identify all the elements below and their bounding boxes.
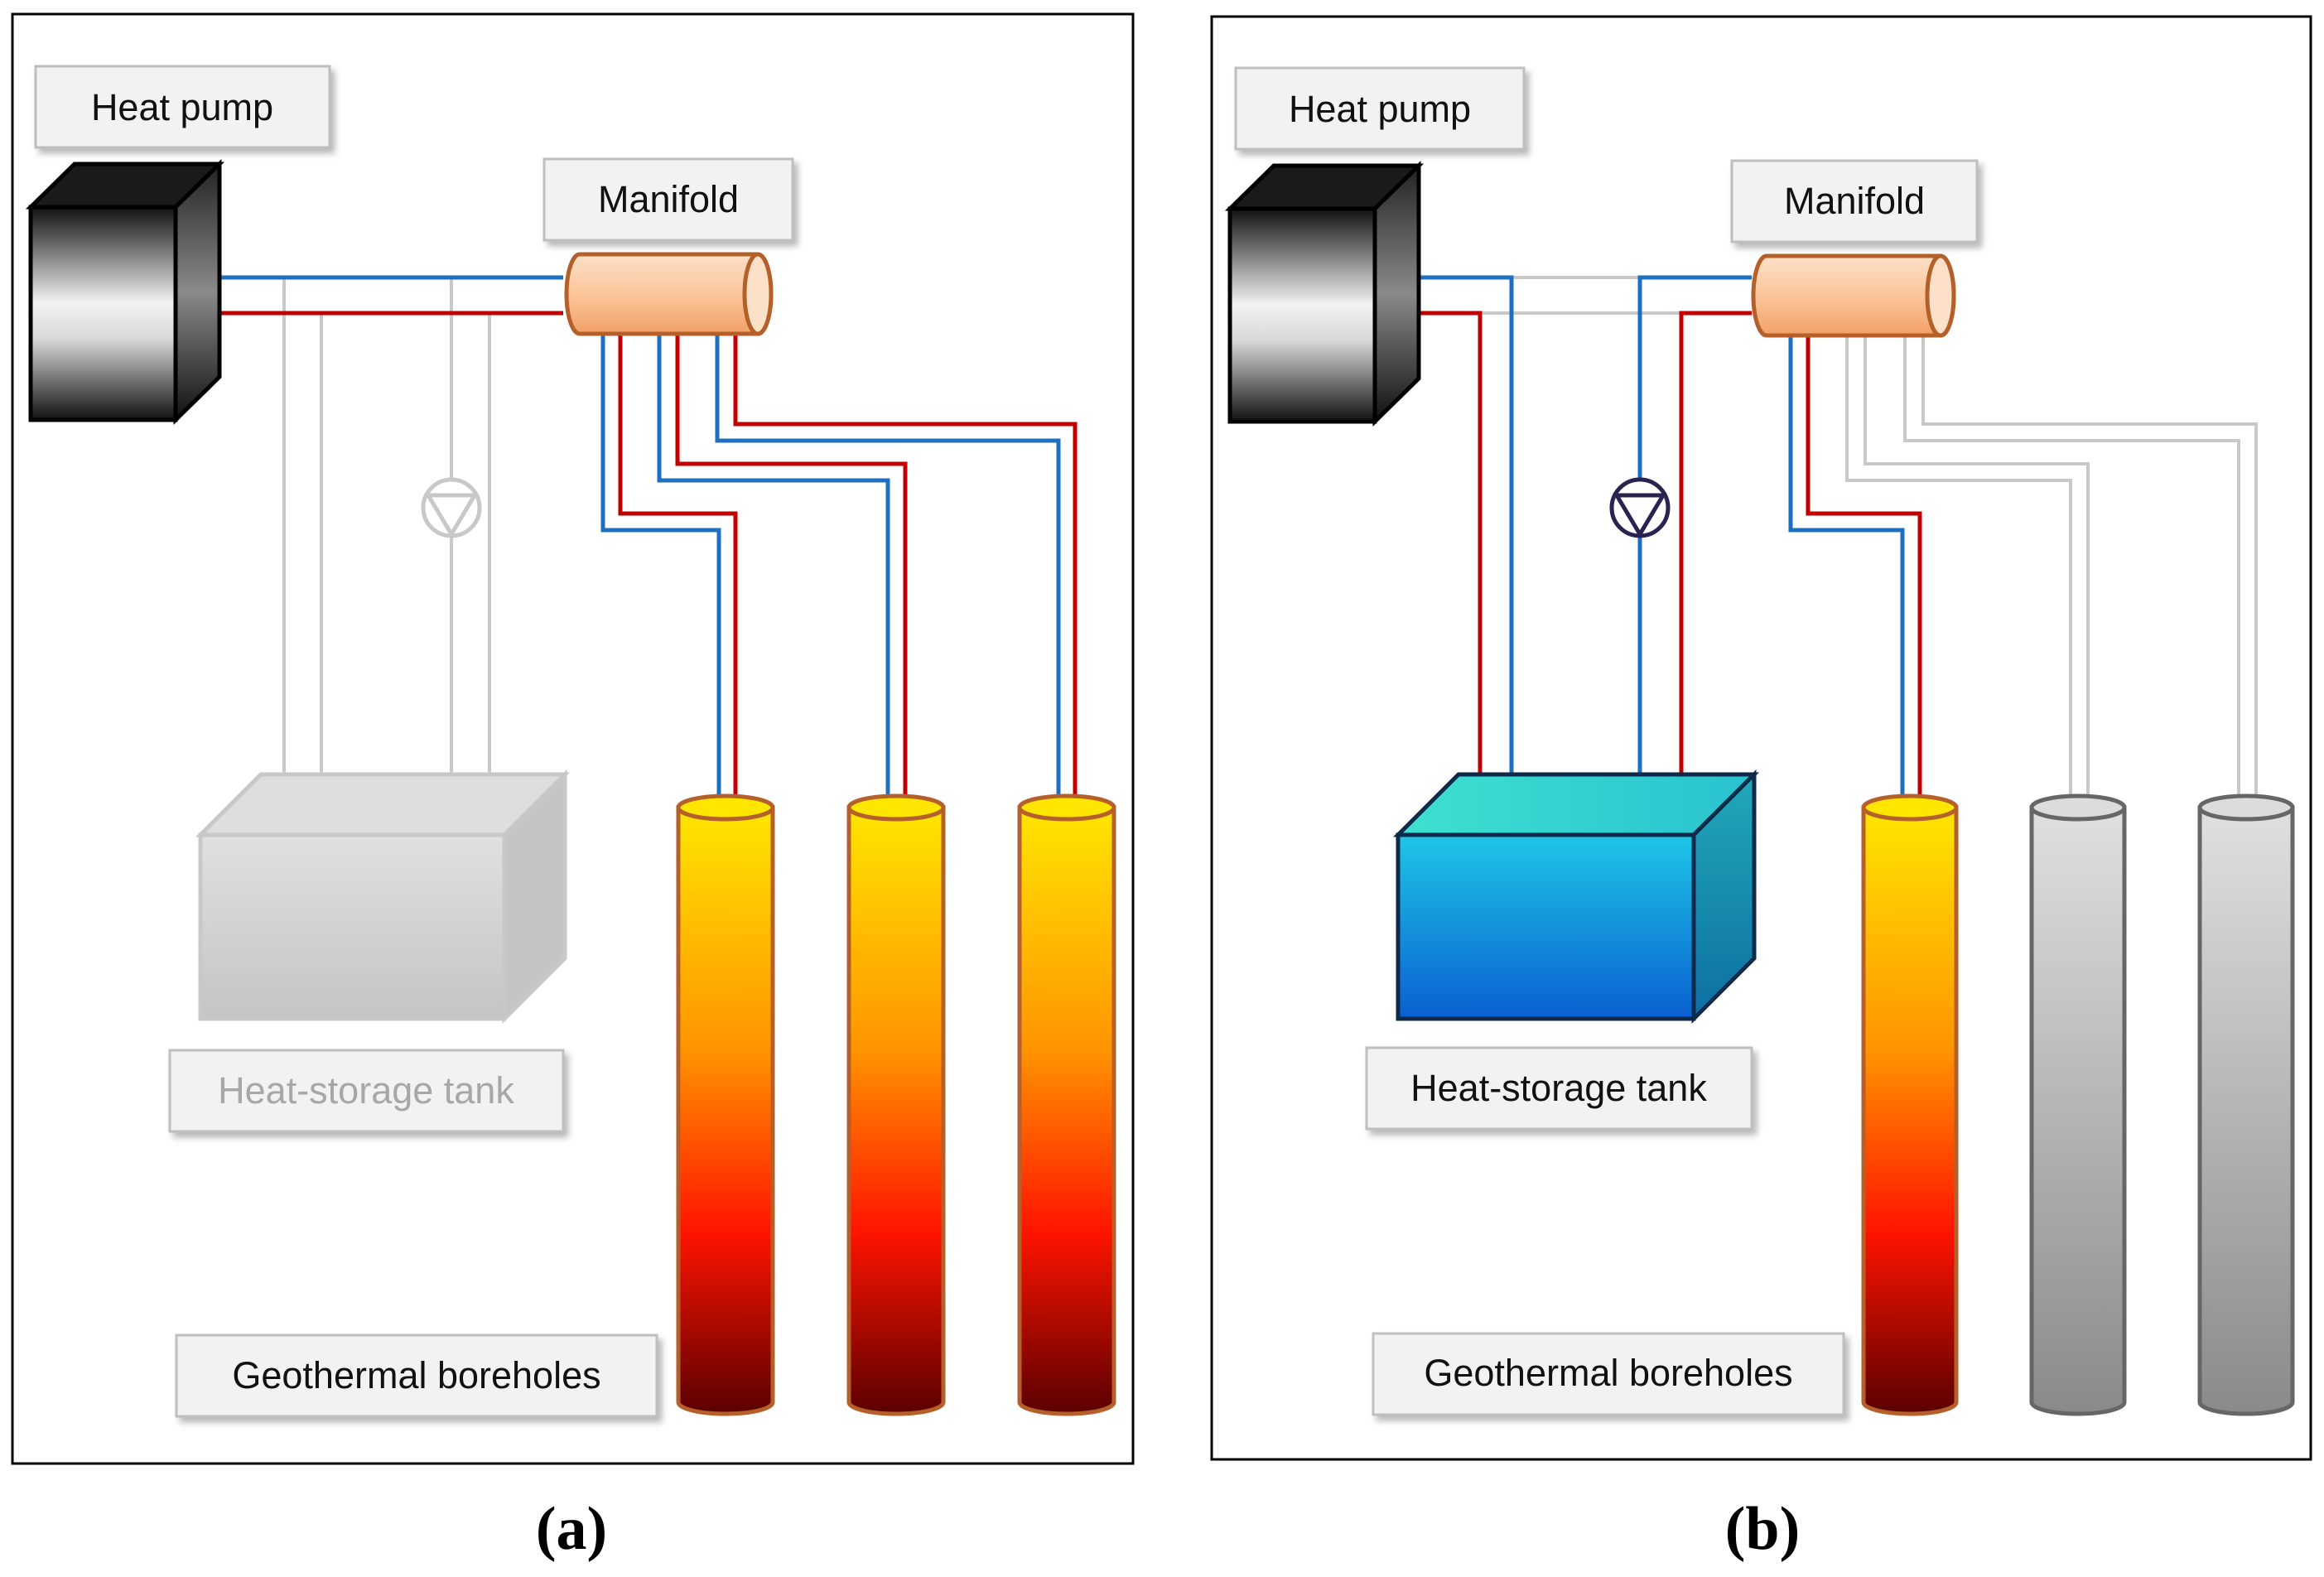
borehole-2 bbox=[2029, 793, 2127, 1416]
tank-label-box bbox=[1365, 1046, 1753, 1131]
manifold-label: Manifold bbox=[1784, 180, 1925, 222]
heat-pump-unit bbox=[25, 159, 225, 425]
borehole-3 bbox=[1017, 793, 1116, 1416]
manifold-label: Manifold bbox=[598, 178, 739, 220]
tank-label: Heat-storage tank bbox=[1410, 1067, 1707, 1109]
borehole-3 bbox=[2197, 793, 2295, 1416]
manifold bbox=[564, 252, 774, 336]
pump-icon bbox=[421, 477, 482, 538]
boreholes-label: Geothermal boreholes bbox=[1424, 1352, 1792, 1394]
manifold-label-box bbox=[542, 157, 794, 242]
heat-pump-label-box bbox=[1234, 66, 1526, 151]
borehole-pipes bbox=[600, 335, 1078, 808]
borehole-pipes-inactive bbox=[1845, 335, 2258, 808]
panel-b: Heat pump Manifold Heat-storage tank Geo… bbox=[1210, 15, 2312, 1563]
heat-pump-unit bbox=[1224, 161, 1425, 427]
tank-pipes bbox=[1391, 275, 1752, 791]
borehole-1 bbox=[1861, 793, 1959, 1416]
tank-label: Heat-storage tank bbox=[218, 1069, 514, 1112]
boreholes-label-box bbox=[1372, 1332, 1845, 1416]
panel-a: Heat pump Manifold Heat-storage tank Geo… bbox=[11, 12, 1135, 1563]
heat-pump-label: Heat pump bbox=[1289, 88, 1471, 130]
tank-label-box bbox=[168, 1049, 565, 1133]
boreholes-label-box bbox=[175, 1333, 658, 1418]
heat-storage-tank bbox=[195, 769, 571, 1025]
manifold-label-box bbox=[1730, 159, 1979, 244]
heat-pump-label: Heat pump bbox=[91, 86, 273, 128]
panel-a-caption: (a) bbox=[536, 1495, 607, 1563]
pump-icon bbox=[1609, 477, 1671, 538]
borehole-pipes bbox=[1788, 335, 1922, 808]
heat-storage-tank bbox=[1392, 769, 1760, 1025]
heat-pump-label-box bbox=[34, 65, 331, 149]
boreholes-label: Geothermal boreholes bbox=[232, 1354, 600, 1396]
manifold bbox=[1751, 253, 1956, 338]
borehole-2 bbox=[846, 793, 946, 1416]
borehole-1 bbox=[676, 793, 775, 1416]
panel-b-caption: (b) bbox=[1725, 1495, 1800, 1563]
